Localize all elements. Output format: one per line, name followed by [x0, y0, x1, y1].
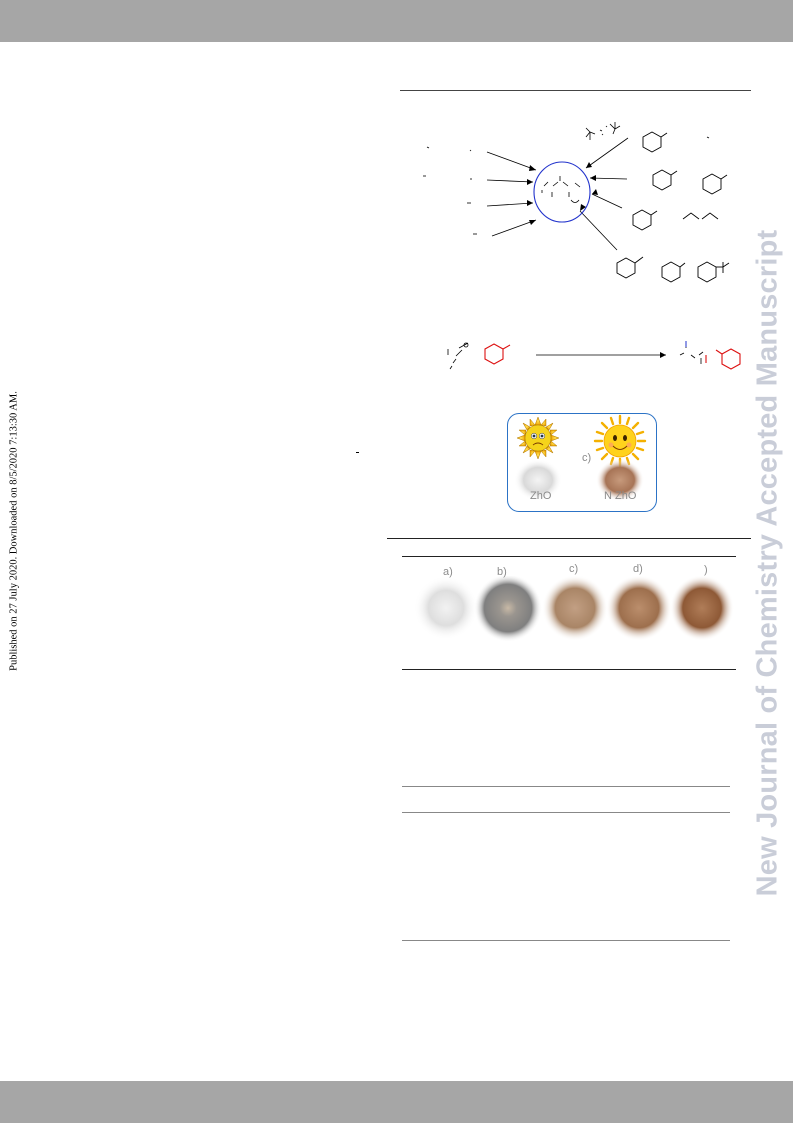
powder-c [542, 576, 608, 641]
figure-bottom-rule [402, 669, 736, 670]
powder-b [474, 576, 542, 642]
sad-sun-icon [516, 416, 560, 460]
n-zno-powder [596, 459, 644, 501]
powder-samples-figure [414, 576, 734, 642]
powder-label-a: a) [443, 566, 453, 578]
powder-d [606, 576, 672, 641]
reaction-scheme [447, 341, 741, 370]
powder-a [414, 576, 478, 640]
powder-e [670, 576, 734, 641]
powder-label-b: b) [497, 566, 507, 578]
sun-panel-label-c: c) [582, 452, 592, 464]
zno-powder [514, 459, 562, 501]
powder-label-d: d) [633, 563, 643, 575]
powder-label-e: ) [704, 564, 708, 576]
table-bottom-rule [402, 940, 730, 941]
stray-mark [356, 452, 359, 453]
watermark-text: New Journal of Chemistry Accepted Manusc… [751, 229, 784, 896]
happy-sun-icon [593, 414, 647, 468]
footer-bar [0, 1081, 793, 1123]
zno-label: ZhO [530, 490, 552, 502]
catalyst-sun-panel: c) ZhO N ZhO [507, 413, 657, 512]
publication-stamp-text: Published on 27 July 2020. Downloaded on… [8, 391, 20, 671]
top-rule [400, 90, 751, 91]
powder-label-c: c) [569, 563, 579, 575]
n-zno-label: N ZhO [604, 490, 637, 502]
header-bar [0, 0, 793, 42]
accepted-manuscript-watermark: New Journal of Chemistry Accepted Manusc… [742, 195, 793, 930]
sun-illustration [514, 414, 647, 501]
table-top-rule [402, 786, 730, 787]
substrate-scope-scheme [423, 122, 730, 283]
figure-top-rule [387, 538, 751, 539]
table-header-rule [402, 812, 730, 813]
publication-stamp: Published on 27 July 2020. Downloaded on… [8, 386, 20, 676]
figure-header-rule [402, 556, 736, 557]
